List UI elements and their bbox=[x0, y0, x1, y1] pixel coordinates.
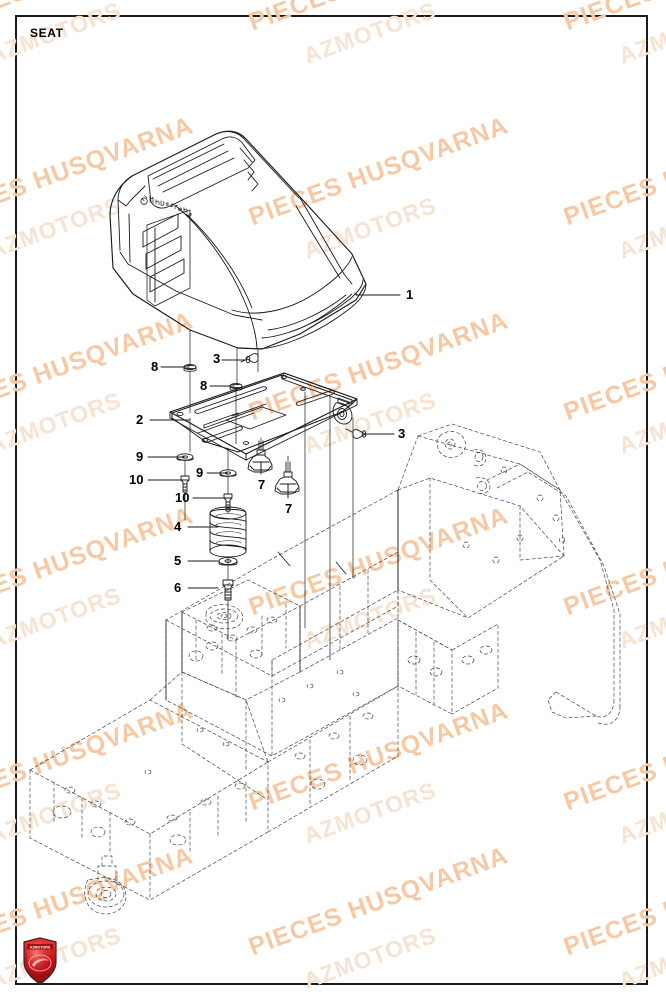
callout-3b: 3 bbox=[398, 426, 406, 441]
callout-5: 5 bbox=[174, 553, 182, 568]
callout-8a: 8 bbox=[151, 359, 159, 374]
callout-2: 2 bbox=[136, 412, 144, 427]
callout-7b: 7 bbox=[285, 501, 293, 516]
callout-1: 1 bbox=[406, 287, 414, 302]
callout-9b: 9 bbox=[196, 465, 204, 480]
callout-6: 6 bbox=[174, 580, 182, 595]
page-title: SEAT bbox=[30, 26, 64, 40]
callout-9a: 9 bbox=[136, 449, 144, 464]
callout-10a: 10 bbox=[129, 472, 144, 487]
callout-3a: 3 bbox=[213, 351, 221, 366]
callout-4: 4 bbox=[174, 519, 182, 534]
callout-8b: 8 bbox=[200, 378, 208, 393]
callout-10b: 10 bbox=[175, 490, 190, 505]
diagram-border bbox=[15, 15, 648, 985]
callout-7a: 7 bbox=[258, 477, 266, 492]
